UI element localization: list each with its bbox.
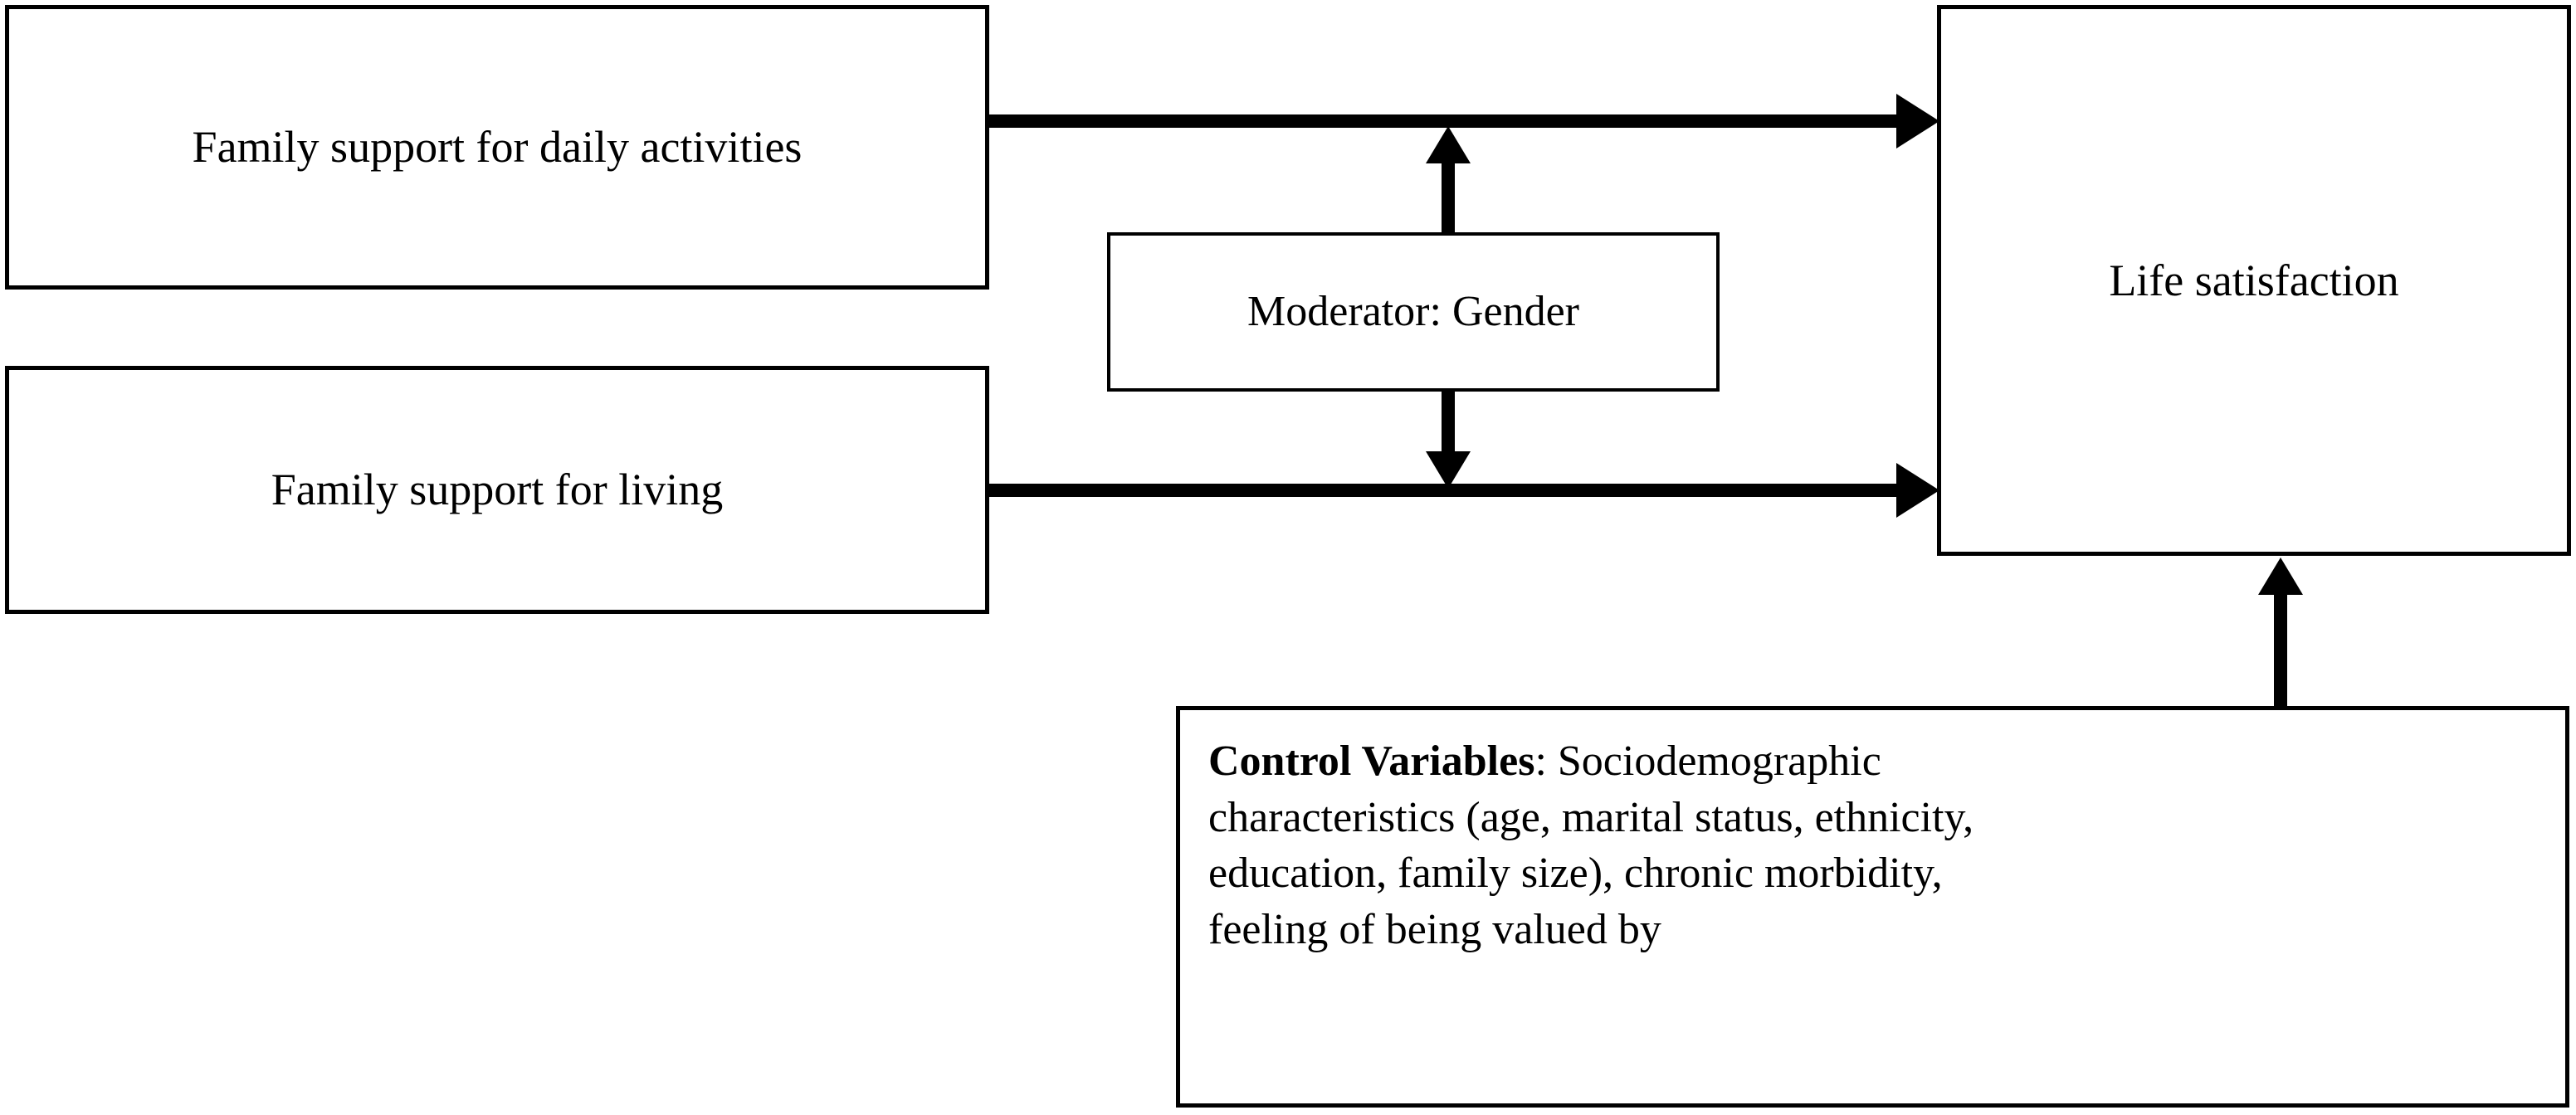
arrow-family-daily-to-life-satisfaction-shaft bbox=[988, 114, 1900, 128]
arrow-control-variables-head-icon bbox=[2258, 558, 2303, 595]
box-label-moderator-gender: Moderator: Gender bbox=[1247, 288, 1579, 336]
box-label-family-support-daily-activities: Family support for daily activities bbox=[192, 122, 803, 173]
control-variables-separator: : bbox=[1534, 738, 1558, 785]
control-variables-body: Sociodemographic characteristics (age, m… bbox=[1208, 738, 1974, 953]
box-life-satisfaction: Life satisfaction bbox=[1937, 5, 2571, 556]
box-control-variables: Control Variables: Sociodemographic char… bbox=[1176, 706, 2569, 1108]
box-moderator-gender: Moderator: Gender bbox=[1107, 232, 1720, 392]
box-label-family-support-living: Family support for living bbox=[271, 465, 724, 515]
arrow-moderator-down-shaft bbox=[1442, 390, 1455, 453]
arrow-family-living-to-life-satisfaction-shaft bbox=[988, 484, 1900, 497]
control-variables-heading: Control Variables bbox=[1208, 738, 1535, 785]
arrow-family-daily-to-life-satisfaction-head-icon bbox=[1896, 94, 1939, 149]
arrow-moderator-up-head-icon bbox=[1426, 126, 1471, 163]
box-family-support-living: Family support for living bbox=[5, 366, 989, 614]
arrow-moderator-up-shaft bbox=[1442, 163, 1455, 234]
control-variables-text: Control Variables: Sociodemographic char… bbox=[1208, 733, 2047, 957]
box-label-life-satisfaction: Life satisfaction bbox=[2109, 255, 2399, 305]
arrow-control-variables-shaft bbox=[2274, 595, 2287, 709]
arrow-moderator-down-head-icon bbox=[1426, 451, 1471, 489]
arrow-family-living-to-life-satisfaction-head-icon bbox=[1896, 463, 1939, 518]
box-family-support-daily-activities: Family support for daily activities bbox=[5, 5, 989, 290]
